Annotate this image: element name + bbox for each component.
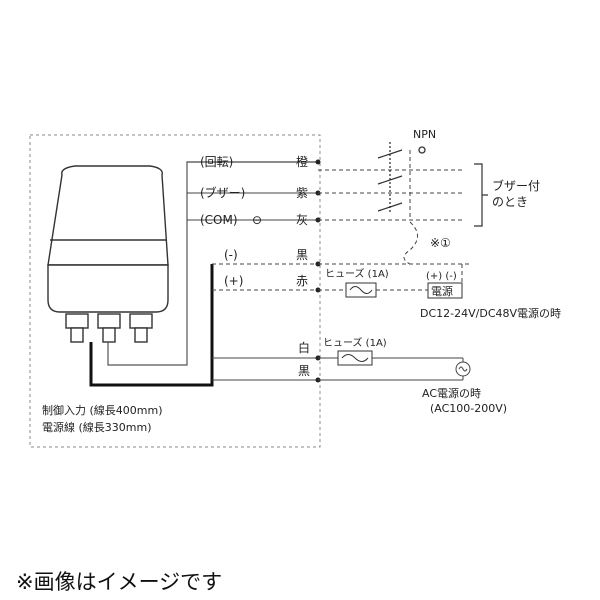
cable-gland-1-nut bbox=[70, 327, 84, 343]
ac-wiring bbox=[318, 357, 471, 381]
power-line-label: 電源線 (線長330mm) bbox=[42, 420, 152, 434]
cable-gland-2 bbox=[97, 313, 121, 329]
plus-color: 赤 bbox=[296, 274, 308, 288]
power-cable bbox=[89, 264, 214, 387]
lamp-base bbox=[47, 264, 169, 313]
cable-gland-1 bbox=[65, 313, 89, 329]
dc-power-box-label: 電源 bbox=[431, 284, 453, 298]
fuse-dc-label: ヒューズ (1A) bbox=[325, 267, 389, 280]
dc-fuse bbox=[345, 282, 377, 298]
ac-power-text-2: (AC100-200V) bbox=[430, 402, 507, 415]
buzzer-note-1: ブザー付 bbox=[492, 178, 540, 193]
minus-color: 黒 bbox=[296, 248, 308, 262]
ac-fuse bbox=[337, 350, 373, 366]
image-caption: ※画像はイメージです bbox=[16, 570, 223, 594]
wire-labels: (回転) 橙 (ブザー) 紫 (COM) ⊖ 灰 (-) 黒 (+) 赤 白 黒 bbox=[200, 154, 310, 378]
control-input-label: 制御入力 (線長400mm) bbox=[42, 403, 163, 417]
lamp-dome bbox=[47, 165, 169, 266]
fuse-ac-label: ヒューズ (1A) bbox=[323, 336, 387, 349]
minus-label: (-) bbox=[224, 248, 238, 262]
cable-gland-2-nut bbox=[102, 327, 116, 343]
com-color: 灰 bbox=[296, 213, 308, 227]
ac-black-label: 黒 bbox=[298, 364, 310, 378]
annotation-labels: NPN ブザー付 のとき ※① ヒューズ (1A) (+) (-) 電源 DC1… bbox=[42, 128, 561, 434]
signal-light-unit bbox=[47, 165, 169, 343]
wire-lines bbox=[187, 161, 318, 381]
npn-switches bbox=[377, 142, 426, 212]
ac-power-text-1: AC電源の時 bbox=[422, 386, 481, 400]
dc-power-box bbox=[427, 282, 463, 299]
npn-label: NPN bbox=[413, 128, 436, 141]
external-wiring bbox=[318, 150, 470, 291]
buzzer-bracket bbox=[474, 163, 488, 227]
plus-label: (+) bbox=[224, 274, 243, 288]
dc-power-text: DC12-24V/DC48V電源の時 bbox=[420, 306, 561, 320]
buzzer-color: 紫 bbox=[296, 186, 308, 200]
com-label: (COM) bbox=[200, 213, 238, 227]
buzzer-note-2: のとき bbox=[492, 195, 528, 209]
cable-gland-3-nut bbox=[134, 327, 148, 343]
rotate-color: 橙 bbox=[296, 154, 308, 169]
rotate-label: (回転) bbox=[200, 155, 233, 169]
buzzer-label: (ブザー) bbox=[200, 185, 245, 200]
cable-gland-3 bbox=[129, 313, 153, 329]
com-symbol: ⊖ bbox=[252, 213, 262, 227]
dc-terminals: (+) (-) bbox=[426, 271, 457, 282]
note-1: ※① bbox=[430, 236, 451, 250]
ac-white-label: 白 bbox=[298, 340, 310, 355]
